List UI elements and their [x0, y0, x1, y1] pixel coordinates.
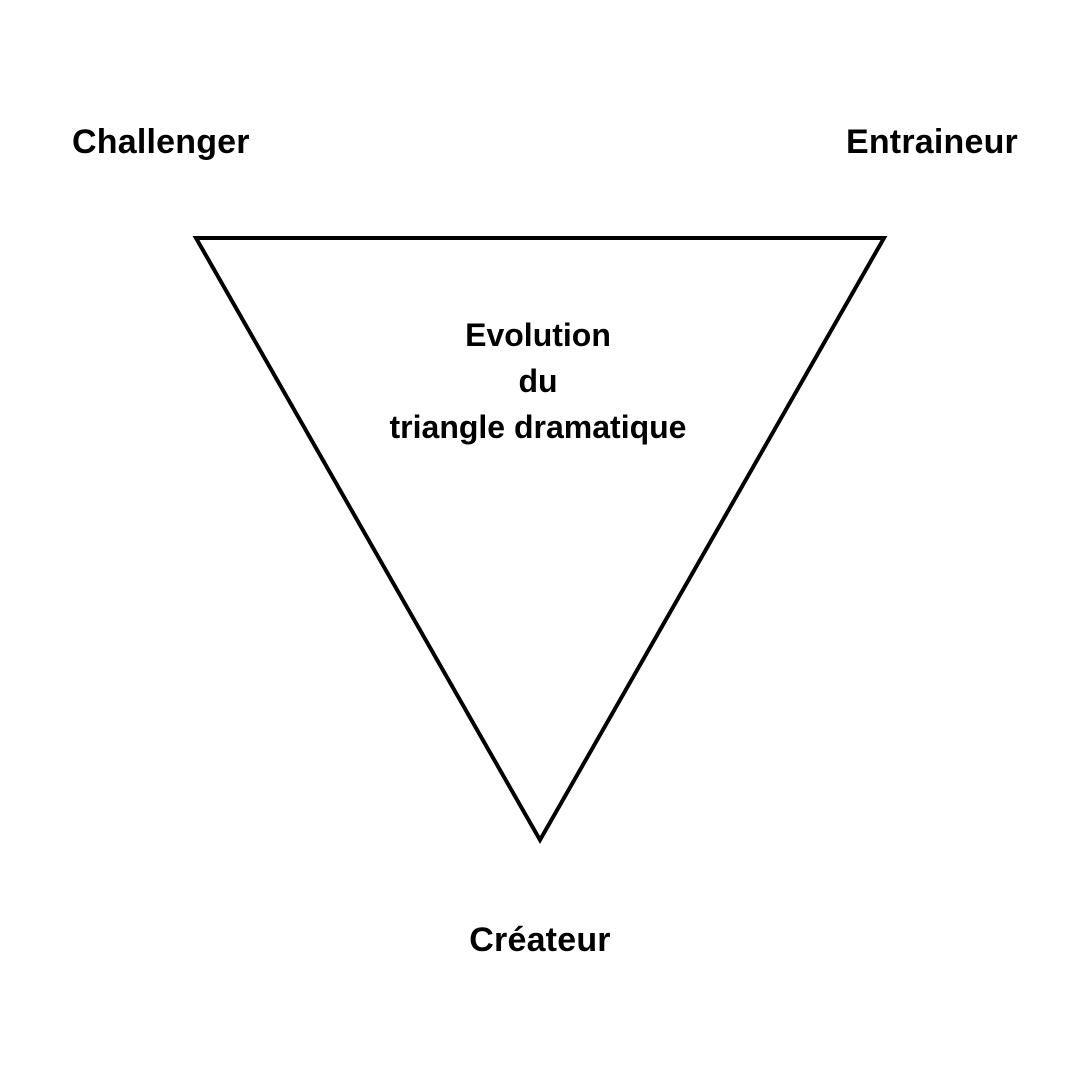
vertex-label-createur: Créateur [469, 921, 611, 959]
caption-line-1: Evolution [465, 317, 611, 353]
center-caption: Evolution du triangle dramatique [0, 312, 1080, 450]
vertex-label-entraineur: Entraineur [845, 123, 1018, 161]
vertex-label-challenger: Challenger [72, 123, 250, 161]
caption-line-2: du [518, 363, 558, 399]
caption-line-3: triangle dramatique [389, 409, 687, 445]
triangle-outline [192, 236, 888, 845]
